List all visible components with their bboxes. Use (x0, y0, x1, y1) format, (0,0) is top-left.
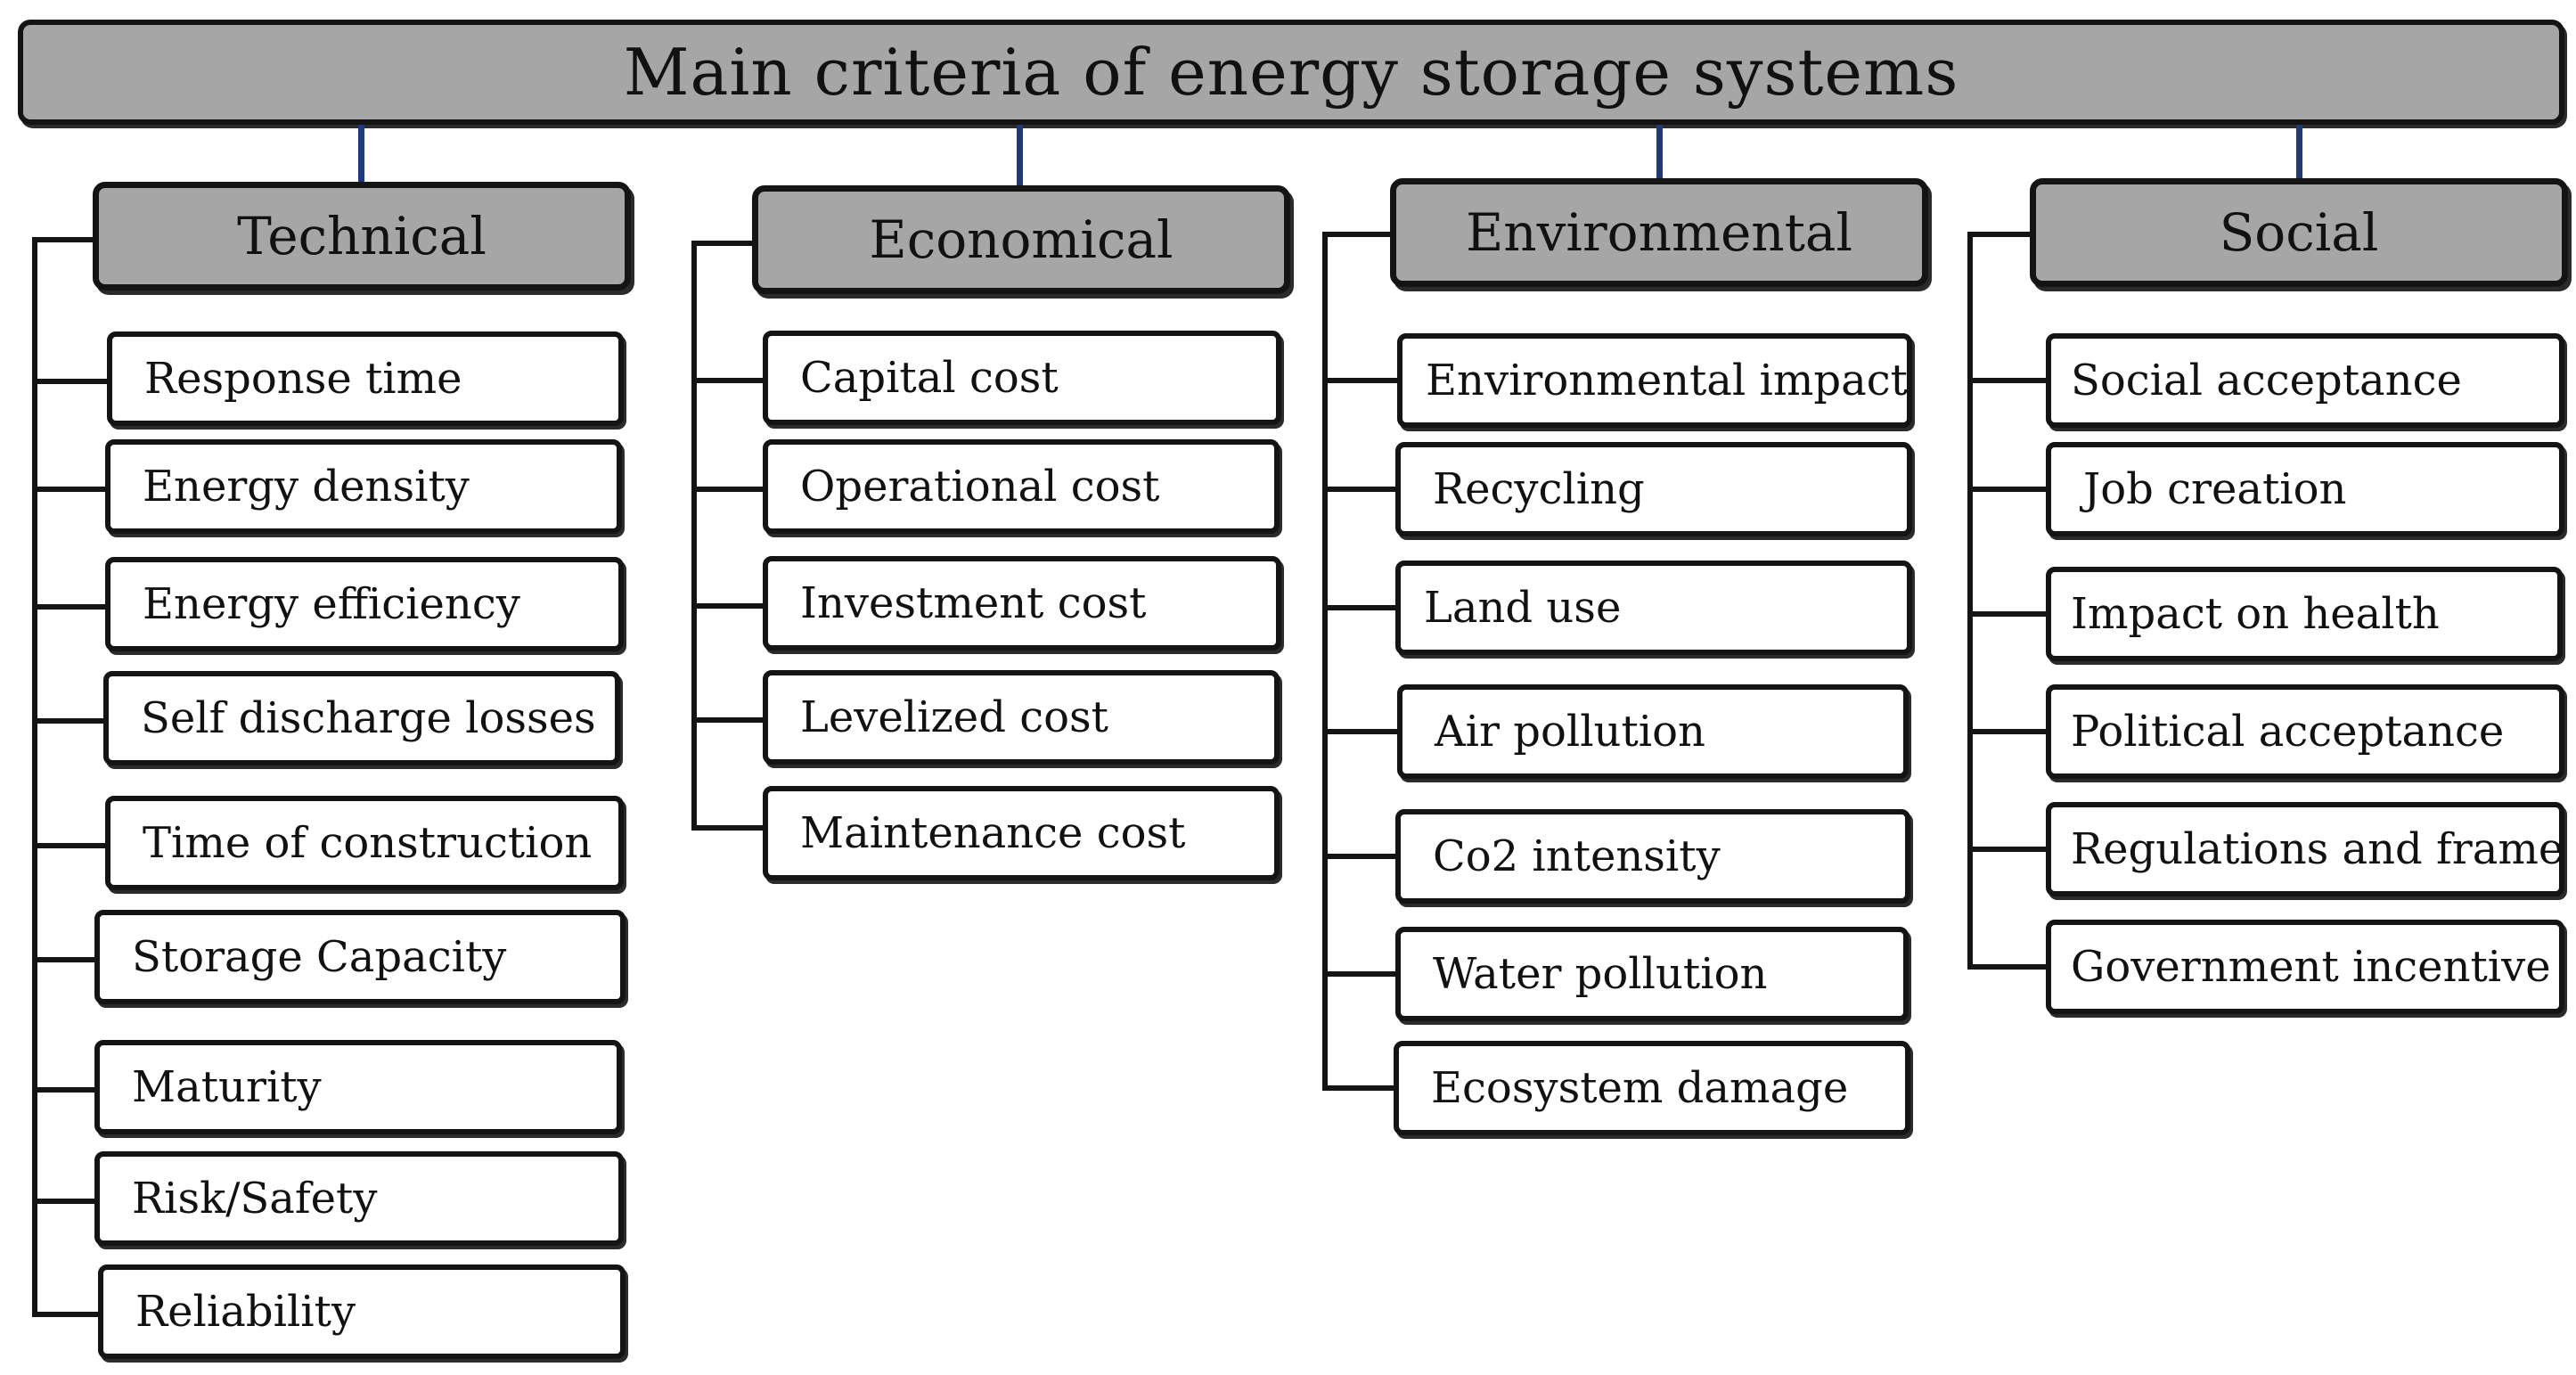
branch-social-item (1967, 964, 2048, 970)
connector-environmental (1656, 125, 1663, 180)
category-social: Social (2030, 178, 2568, 287)
criterion-box: Ecosystem damage (1394, 1041, 1910, 1135)
trunk-social (1967, 232, 1973, 967)
branch-social-header (1967, 232, 2035, 237)
branch-technical-item (32, 957, 98, 962)
branch-technical-item (32, 604, 109, 610)
branch-technical-item (32, 1087, 98, 1093)
criterion-box: Storage Capacity (94, 910, 626, 1004)
criterion-box: Social acceptance (2046, 333, 2564, 428)
diagram-title: Main criteria of energy storage systems (18, 20, 2564, 125)
trunk-environmental (1322, 232, 1328, 1087)
branch-social-item (1967, 847, 2048, 852)
criterion-box: Self discharge losses (103, 671, 620, 765)
criterion-box: Response time (107, 331, 624, 426)
branch-environmental-item (1322, 605, 1399, 610)
branch-social-item (1967, 611, 2048, 617)
branch-technical-item (32, 379, 109, 384)
branch-social-item (1967, 729, 2048, 734)
branch-environmental-item (1322, 729, 1399, 734)
criterion-box: Land use (1395, 561, 1912, 655)
category-environmental: Environmental (1390, 178, 1928, 287)
branch-technical-item (32, 1199, 98, 1204)
criterion-box: Political acceptance (2046, 684, 2564, 779)
branch-economical-item (691, 717, 766, 723)
criterion-box: Levelized cost (763, 670, 1280, 765)
criterion-box: Environmental impact (1397, 333, 1912, 428)
criterion-box: Regulations and frame (2046, 802, 2564, 896)
branch-social-item (1967, 378, 2048, 383)
branch-social-item (1967, 487, 2048, 492)
category-technical: Technical (93, 182, 631, 291)
criterion-box: Reliability (98, 1265, 626, 1359)
criterion-box: Risk/Safety (94, 1151, 624, 1246)
criterion-box: Investment cost (763, 556, 1281, 651)
branch-environmental-item (1322, 1085, 1399, 1091)
branch-economical-item (691, 487, 766, 492)
branch-economical-item (691, 378, 766, 383)
category-economical: Economical (752, 185, 1290, 294)
criterion-box: Government incentive (2046, 920, 2564, 1014)
criterion-box: Job creation (2046, 442, 2564, 536)
branch-economical-header (691, 241, 757, 246)
criterion-box: Operational cost (763, 439, 1280, 534)
criterion-box: Maturity (94, 1040, 622, 1134)
connector-technical (358, 125, 364, 184)
criterion-box: Maintenance cost (763, 786, 1280, 880)
trunk-technical (32, 237, 37, 1314)
criterion-box: Time of construction (105, 796, 624, 890)
criterion-box: Water pollution (1395, 927, 1909, 1021)
criterion-box: Co2 intensity (1395, 809, 1910, 904)
branch-environmental-item (1322, 378, 1399, 383)
criterion-box: Capital cost (763, 331, 1281, 425)
criterion-box: Energy density (105, 439, 622, 534)
branch-technical-item (32, 843, 109, 848)
criterion-box: Energy efficiency (105, 557, 624, 651)
criterion-box: Recycling (1395, 442, 1912, 536)
branch-technical-item (32, 487, 109, 492)
branch-technical-header (32, 237, 98, 242)
branch-environmental-item (1322, 971, 1399, 977)
trunk-economical (691, 241, 697, 825)
criterion-box: Air pollution (1397, 684, 1909, 779)
branch-environmental-item (1322, 487, 1399, 492)
branch-technical-item (32, 718, 109, 724)
branch-economical-item (691, 603, 766, 609)
connector-social (2296, 125, 2302, 180)
branch-technical-item (32, 1312, 98, 1317)
branch-environmental-header (1322, 232, 1395, 237)
branch-economical-item (691, 825, 766, 831)
connector-economical (1017, 125, 1023, 187)
branch-environmental-item (1322, 854, 1399, 859)
criterion-box: Impact on health (2046, 567, 2563, 661)
